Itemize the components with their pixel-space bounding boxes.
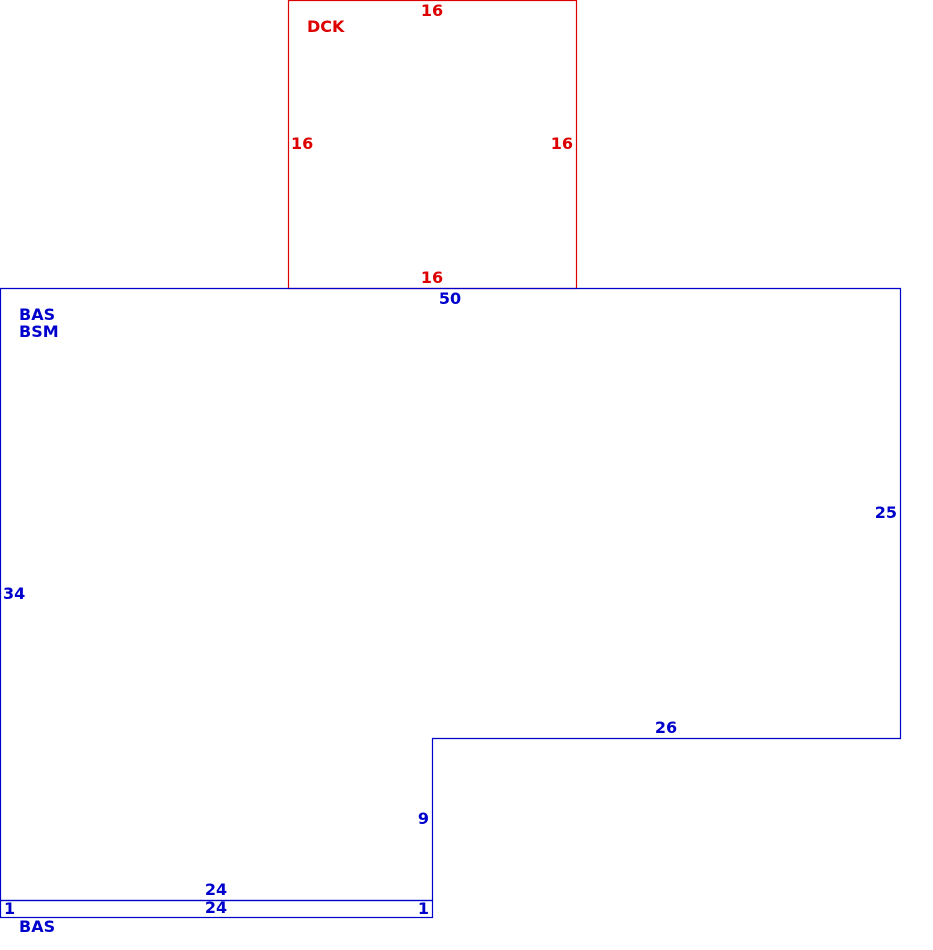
main-right-dimension: 25 — [875, 503, 897, 522]
strip-outline — [0, 899, 434, 919]
main-top-dimension: 50 — [439, 289, 461, 308]
deck-top-dimension: 16 — [421, 1, 443, 20]
main-area-code-2: BSM — [19, 322, 59, 341]
main-outline — [0, 287, 902, 902]
deck-bottom-dimension: 16 — [421, 268, 443, 287]
main-bottom-dimension: 24 — [205, 880, 227, 899]
deck-left-dimension: 16 — [291, 134, 313, 153]
strip-right-dimension: 1 — [418, 899, 429, 918]
main-step-width-dimension: 26 — [655, 718, 677, 737]
main-step-height-dimension: 9 — [418, 809, 429, 828]
deck-area-code: DCK — [307, 17, 345, 36]
deck-right-dimension: 16 — [551, 134, 573, 153]
strip-area-code: BAS — [19, 917, 55, 936]
main-area-code-1: BAS — [19, 305, 55, 324]
strip-top-dimension: 24 — [205, 898, 227, 917]
main-left-dimension: 34 — [3, 584, 25, 603]
strip-left-dimension: 1 — [4, 899, 15, 918]
deck-outline — [287, 0, 578, 290]
